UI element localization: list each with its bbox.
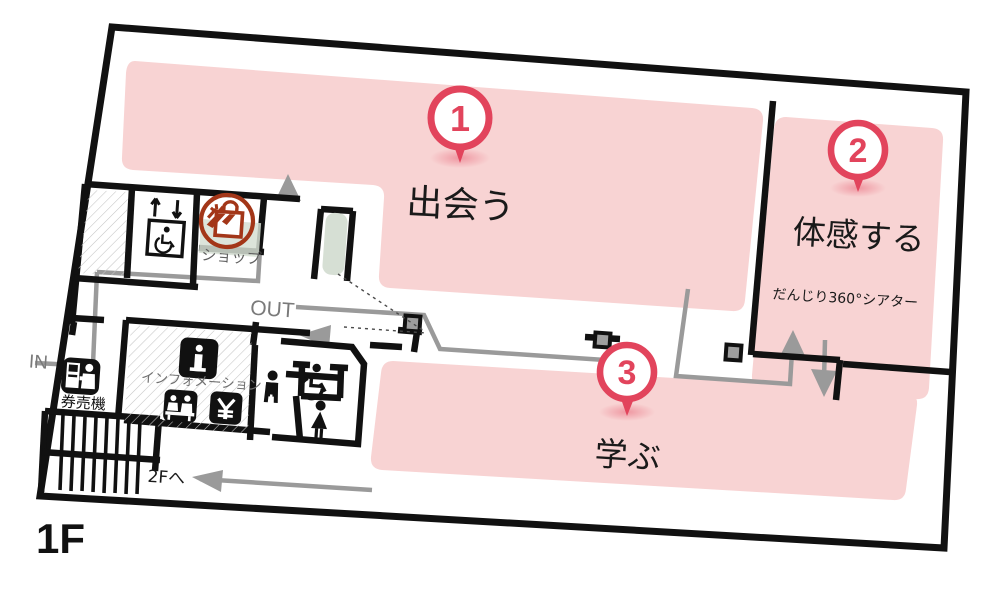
- wall-service-top: [84, 180, 301, 203]
- wall-info-left: [114, 319, 130, 420]
- restroom-men-icon: [263, 370, 279, 405]
- pin-2-number: 2: [849, 132, 868, 170]
- wall-restroom-acc-top2: [329, 363, 349, 372]
- wall-elev-divider: [123, 187, 136, 279]
- ticket-vending-machine-icon: [61, 357, 101, 396]
- wall-restroom-sep: [285, 370, 344, 382]
- pillar-2: [592, 330, 613, 350]
- wall-service-bottom: [73, 274, 199, 291]
- wall-restroom-sep2: [292, 395, 304, 441]
- yen-icon: [209, 391, 243, 425]
- wall-zone-divider: [747, 100, 777, 356]
- pin-2-circle: [827, 119, 889, 181]
- pin-3-circle: [596, 341, 658, 403]
- wall-info-right-stub: [249, 321, 260, 346]
- wall-right-lower: [842, 360, 951, 376]
- elevator-accessible-icon: [145, 197, 187, 259]
- wall-info-top: [125, 316, 311, 337]
- stairs-icon: [58, 414, 142, 495]
- wall-zone2-bottom: [752, 350, 841, 364]
- information-icon: [178, 337, 219, 380]
- restroom-accessible-icon: [299, 363, 327, 401]
- wall-left-stub2: [68, 321, 78, 336]
- entrance-label: IN: [28, 351, 48, 373]
- zone-pin-3[interactable]: 3: [596, 341, 658, 421]
- wall-kiosk-top: [320, 205, 354, 215]
- exit-label: OUT: [250, 296, 296, 322]
- display-case-1: [322, 212, 348, 276]
- zone-fills: [121, 61, 944, 501]
- wall-restroom-acc-top: [292, 360, 311, 369]
- arrow-to-2f: [192, 470, 223, 492]
- dashed-case-line: [337, 273, 425, 332]
- building-walls: [35, 23, 970, 552]
- wall-out-stub3: [369, 341, 403, 351]
- route-theater-loop: [673, 288, 796, 387]
- arrow-theater-up: [780, 330, 806, 358]
- wall-kiosk-right: [343, 210, 357, 282]
- route-out-corridor: [295, 304, 621, 364]
- hatched-storage: [78, 190, 128, 276]
- zone-pin-2[interactable]: 2: [827, 119, 889, 197]
- zone-3-area: [370, 361, 918, 501]
- route-to-2f: [199, 476, 373, 493]
- wall-stair-right: [151, 418, 163, 472]
- wall-shop-right: [255, 197, 268, 253]
- wall-restroom-acc-right: [336, 368, 345, 399]
- pin-3-number: 3: [618, 354, 637, 392]
- pillar-3: [723, 342, 744, 363]
- wall-kiosk-left: [310, 208, 325, 280]
- shop-label: ショップ: [201, 246, 262, 268]
- wall-elev-divider2: [189, 192, 201, 285]
- reception-counter-icon: [163, 389, 198, 423]
- zone-2-title: 体感する: [792, 212, 926, 259]
- zone-1-area: [121, 61, 764, 312]
- wall-service-left: [68, 183, 89, 325]
- wall-out-stub2: [410, 331, 421, 353]
- wall-left-stub: [71, 314, 105, 324]
- floor-label: 1F: [36, 515, 85, 562]
- arrow-up-to-zone1: [276, 174, 301, 201]
- pillar-1: [402, 313, 423, 334]
- wall-zone2-right-bottom: [832, 359, 844, 401]
- outer-wall: [35, 23, 970, 552]
- zone-2-area: [751, 117, 944, 400]
- to-second-floor-label: 2Fへ: [147, 467, 186, 490]
- restroom-women-icon: [311, 400, 328, 439]
- shop-bag-icon: [198, 192, 256, 250]
- pillar-markers: [402, 313, 744, 363]
- dashed-guides: [337, 273, 427, 334]
- arrow-theater-down: [811, 369, 837, 397]
- ticket-machine-label: 券売機: [60, 392, 106, 413]
- pin-1-circle: [427, 85, 493, 151]
- zone-1-title: 出会う: [406, 182, 516, 229]
- wall-info-right: [246, 344, 259, 441]
- wall-restroom-outline: [271, 337, 368, 448]
- zone-pin-1[interactable]: 1: [427, 85, 493, 168]
- zone-3-title: 学ぶ: [594, 434, 662, 477]
- pin-1-number: 1: [450, 98, 470, 139]
